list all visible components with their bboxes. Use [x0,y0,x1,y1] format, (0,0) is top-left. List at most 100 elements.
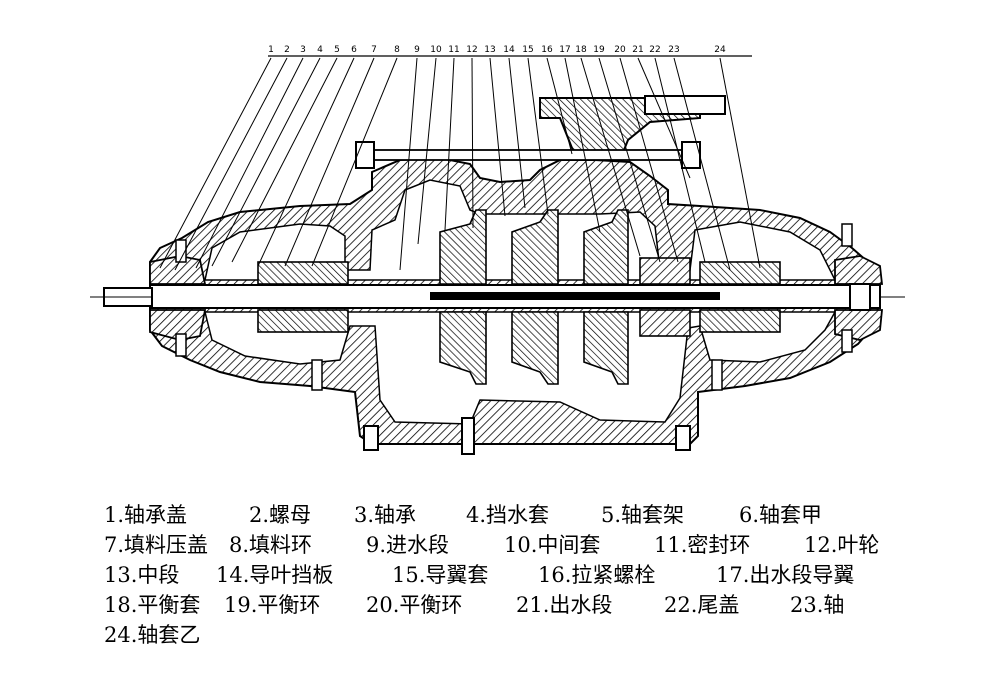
callout-number-23: 23 [668,45,679,55]
callout-number-13: 13 [484,45,495,55]
callout-leader-10 [417,57,437,245]
legend-item-20: 20.平衡环 [366,593,463,617]
legend-item-6: 6.轴套甲 [739,503,823,527]
legend-item-14: 14.导叶挡板 [216,563,334,587]
stud-lower-left [311,359,323,391]
callout-number-3: 3 [300,45,306,55]
callout-number-8: 8 [394,45,400,55]
casing-cavity-lower [204,311,837,425]
callout-number-7: 7 [371,45,377,55]
callout-number-9: 9 [414,45,420,55]
callout-number-5: 5 [334,45,340,55]
legend-item-17: 17.出水段导翼 [716,563,855,587]
callout-leader-17 [564,57,601,233]
packing-box-right [699,261,781,285]
callout-leader-11 [444,57,455,231]
callout-leader-4 [211,57,321,267]
callout-number-14: 14 [503,45,515,55]
legend-row-3: 13.中段 14.导叶挡板 15.导翼套 16.拉紧螺栓 17.出水段导翼 [104,560,964,590]
legend-item-3: 3.轴承 [354,503,417,527]
legend-item-21: 21.出水段 [516,593,613,617]
callout-number-1: 1 [268,45,274,55]
callout-number-17: 17 [559,45,570,55]
callout-number-21: 21 [632,45,643,55]
shaft-keyway [430,292,720,300]
callout-number-10: 10 [430,45,442,55]
legend-item-7: 7.填料压盖 [104,533,209,557]
callout-leader-9 [399,57,418,271]
joint-bolt-right [841,223,853,247]
callout-leader-1 [159,57,272,269]
packing-box-right-lower [699,309,781,333]
callout-number-18: 18 [575,45,587,55]
packing-box-left [257,261,349,285]
callout-leader-5 [231,57,338,263]
legend-item-16: 16.拉紧螺栓 [538,563,656,587]
legend-row-5: 24.轴套乙 [104,620,964,650]
legend-row-4: 18.平衡套 19.平衡环 20.平衡环 21.出水段 22.尾盖 23.轴 [104,590,964,620]
balance-drum-lower [639,309,691,337]
legend-item-12: 12.叶轮 [804,533,880,557]
callout-number-20: 20 [614,45,626,55]
stud-lower-right [711,359,723,391]
legend-item-9: 9.进水段 [366,533,450,557]
legend-row-1: 1.轴承盖 2.螺母 3.轴承 4.挡水套 5.轴套架 6.轴套甲 [104,500,964,530]
legend-item-22: 22.尾盖 [664,593,740,617]
callout-leader-8 [311,57,398,267]
base-bolt-left [363,425,379,451]
callout-leader-21 [637,57,691,179]
callout-leader-15 [527,57,549,215]
legend-item-15: 15.导翼套 [392,563,489,587]
callout-leader-22 [654,57,706,263]
bearing-cover-left-lower [149,309,207,341]
legend-item-8: 8.填料环 [229,533,313,557]
impeller-2-lower [511,311,559,385]
tie-bolt [367,149,689,161]
bearing-cover-right [834,255,884,285]
balance-drum-upper [639,257,691,285]
impeller-3-lower [583,311,629,385]
callout-leader-14 [508,57,526,209]
callout-leader-23 [673,57,731,271]
shaft-end-nut [849,283,871,311]
base-bolt-mid [461,417,475,455]
legend-row-2: 7.填料压盖 8.填料环 9.进水段 10.中间套 11.密封环 12.叶轮 [104,530,964,560]
callout-number-11: 11 [448,45,459,55]
callout-number-24: 24 [714,45,726,55]
callout-number-15: 15 [522,45,533,55]
callout-number-4: 4 [317,45,323,55]
callout-leader-13 [489,57,506,217]
legend-item-13: 13.中段 [104,563,180,587]
legend-item-19: 19.平衡环 [224,593,321,617]
callout-number-6: 6 [351,45,357,55]
callout-leader-6 [257,57,355,267]
packing-box-left-lower [257,309,349,333]
callout-leader-12 [471,57,474,229]
tie-bolt-nut-left [355,141,375,169]
legend-item-1: 1.轴承盖 [104,503,188,527]
callout-number-12: 12 [466,45,477,55]
joint-bolt-left-lower [175,333,187,357]
legend-item-18: 18.平衡套 [104,593,201,617]
callout-number-22: 22 [649,45,660,55]
callout-leader-2 [174,57,288,271]
callout-leader-18 [580,57,641,257]
callout-leader-19 [598,57,661,263]
base-bolt-right [675,425,691,451]
legend-item-10: 10.中间套 [504,533,601,557]
legend-item-23: 23.轴 [790,593,845,617]
legend-item-5: 5.轴套架 [601,503,685,527]
callout-leader-3 [195,57,304,269]
legend-item-11: 11.密封环 [654,533,751,557]
legend-item-4: 4.挡水套 [466,503,550,527]
callout-number-19: 19 [593,45,605,55]
callout-number-2: 2 [284,45,290,55]
parts-legend: 1.轴承盖 2.螺母 3.轴承 4.挡水套 5.轴套架 6.轴套甲 7.填料压盖… [104,500,964,650]
bearing-cover-left [149,255,207,285]
joint-bolt-left [175,239,187,263]
callout-leader-7 [284,57,375,267]
joint-bolt-right-lower [841,329,853,353]
callout-leader-24 [719,57,761,269]
